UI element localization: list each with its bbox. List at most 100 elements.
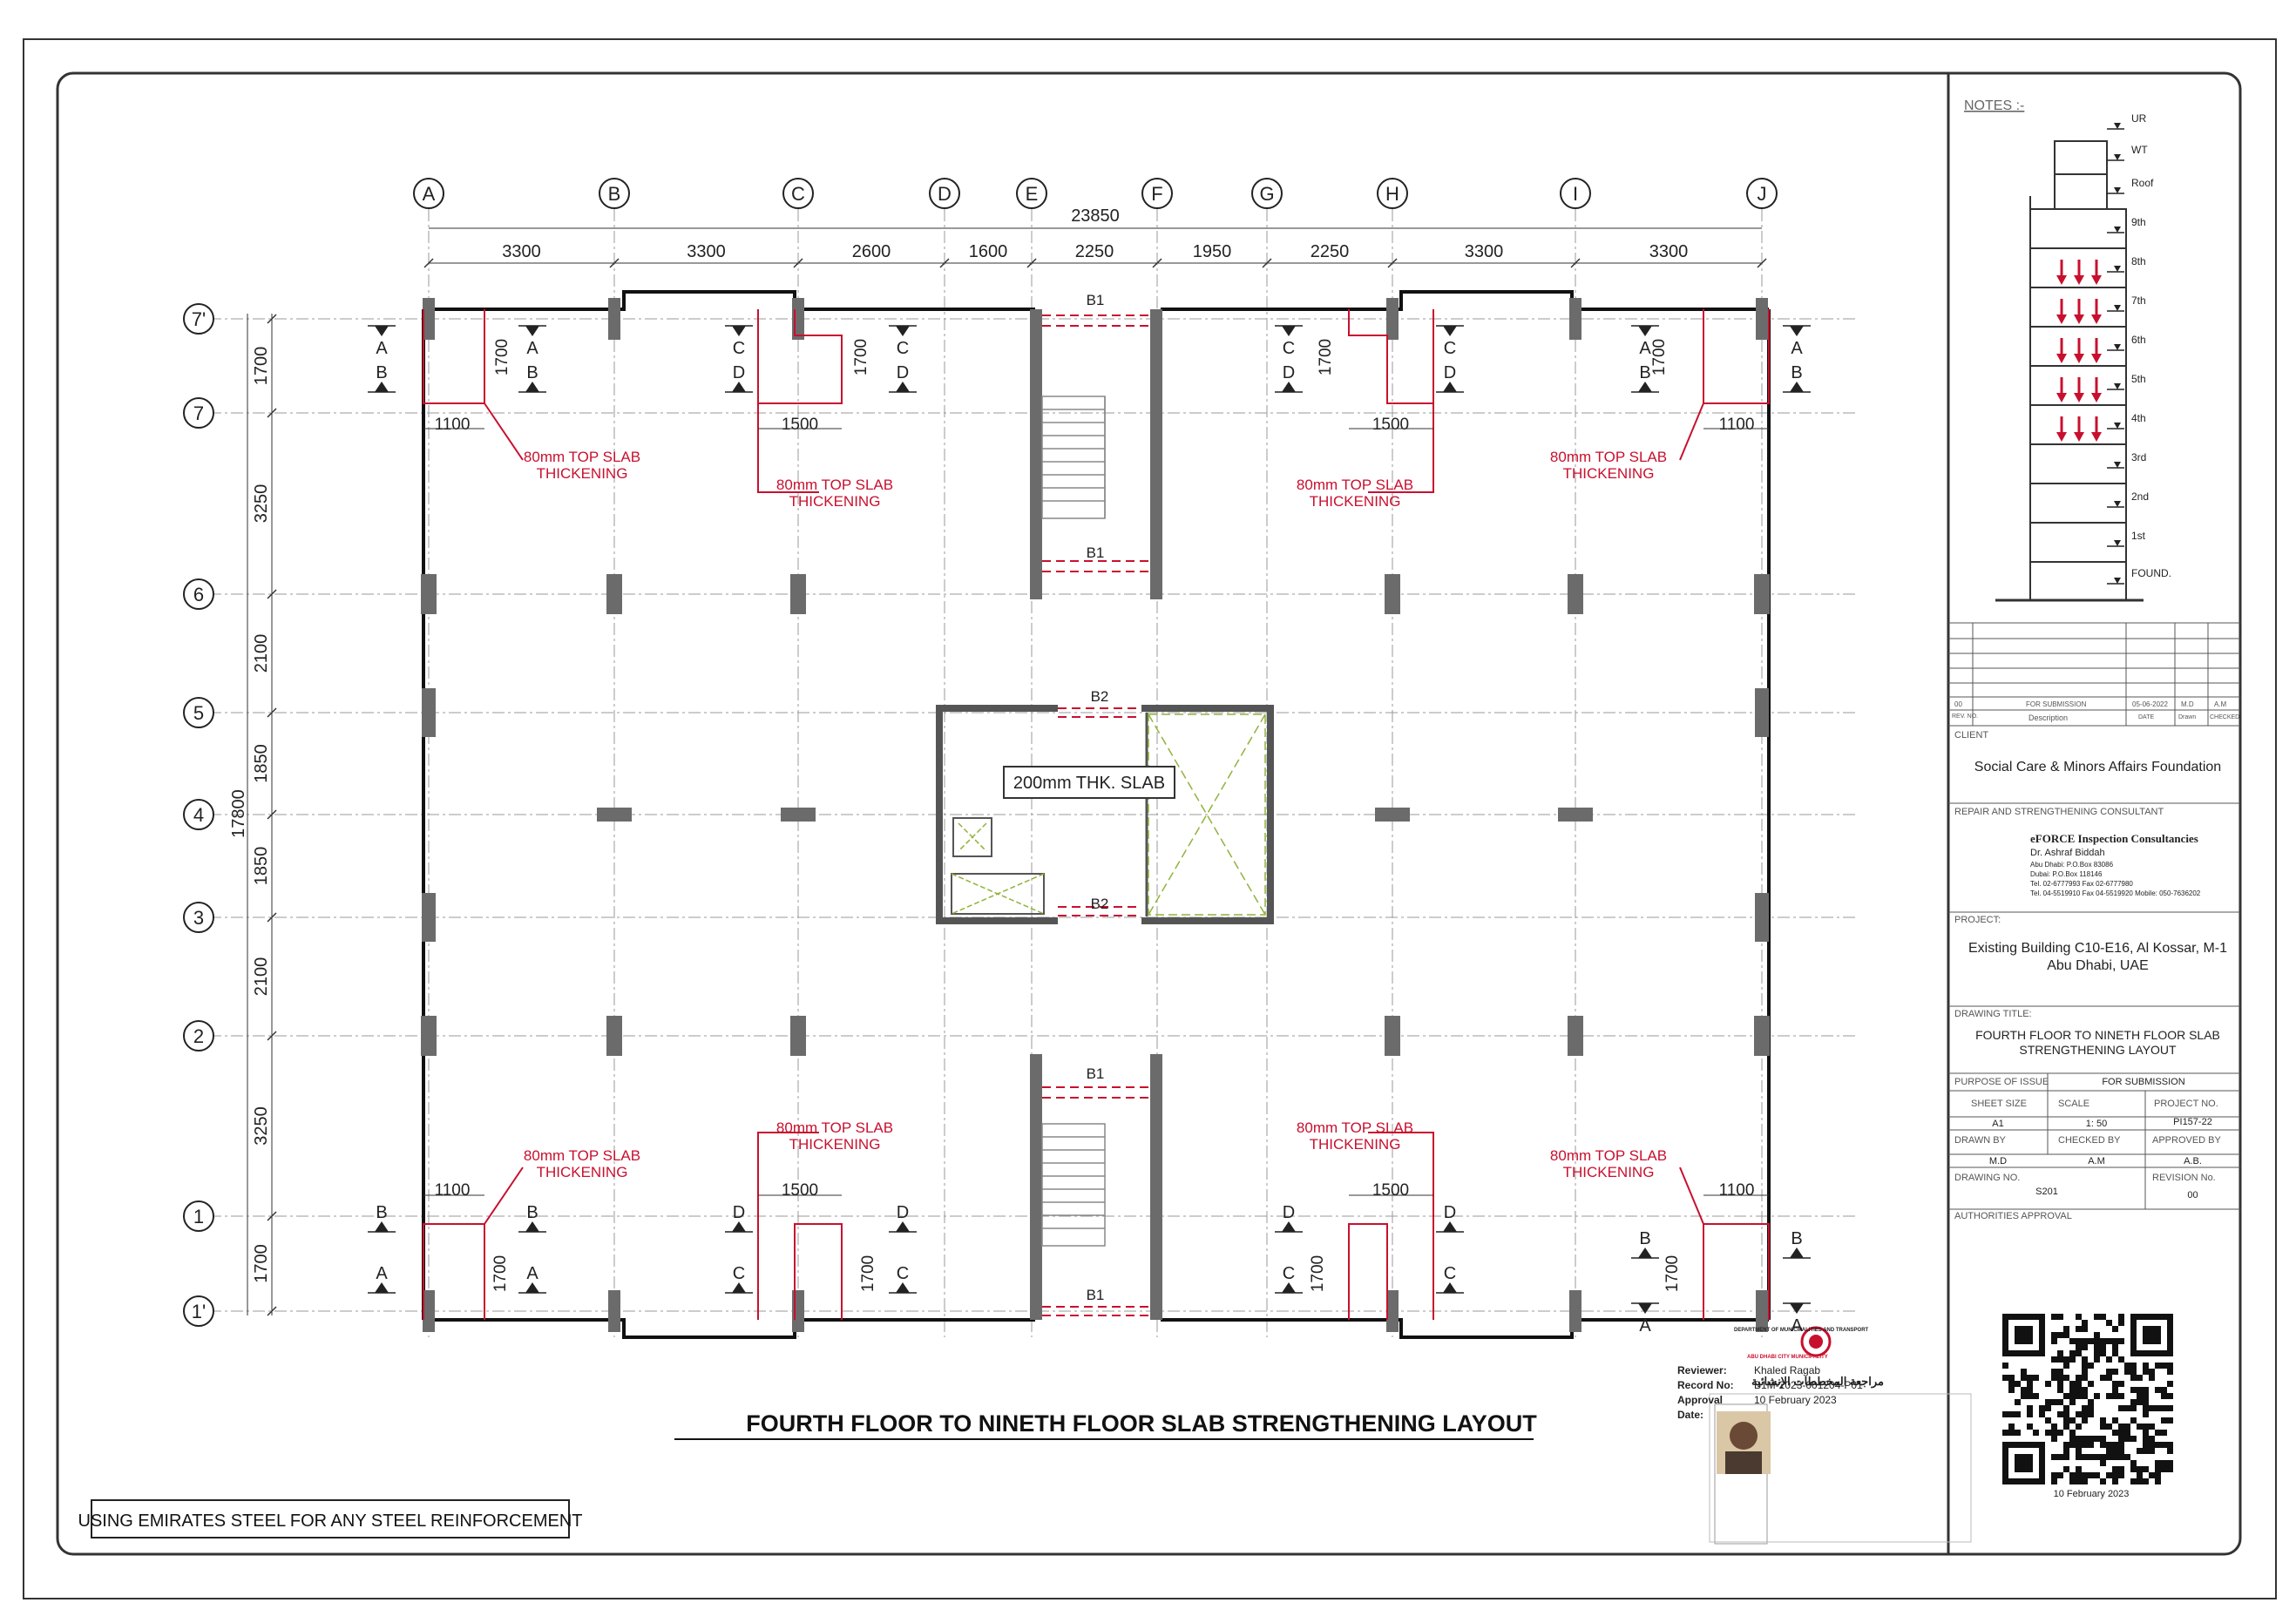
qr-module <box>2082 1454 2088 1460</box>
section-label: A <box>376 1264 388 1283</box>
beam-label: B1 <box>1087 544 1105 561</box>
qr-module <box>2149 1442 2155 1448</box>
qr-module <box>2021 1375 2027 1381</box>
load-arrowhead <box>2074 432 2084 442</box>
column-spacing-dim: 2600 <box>852 242 891 261</box>
structural-column <box>421 1016 437 1056</box>
authorities-approval-label: AUTHORITIES APPROVAL <box>1954 1211 2072 1221</box>
qr-module <box>2149 1436 2155 1442</box>
qr-module <box>2161 1363 2167 1369</box>
thickening-label: 80mm TOP SLAB <box>776 1119 893 1136</box>
dim-1100: 1100 <box>1719 1181 1755 1200</box>
qr-module <box>2094 1350 2100 1356</box>
notes-elevation <box>1995 140 2144 602</box>
dim-1100: 1100 <box>435 416 471 434</box>
dim-tick <box>939 258 950 268</box>
consultant-phone: Tel. 04-5519910 Fax 04-5519920 Mobile: 0… <box>2030 889 2201 897</box>
section-arrow <box>1443 326 1457 336</box>
section-arrow <box>1790 1248 1804 1258</box>
reviewer-label: Reviewer: <box>1677 1364 1727 1376</box>
approval-date: 10 February 2023 <box>1754 1394 1837 1406</box>
qr-module <box>2100 1424 2106 1430</box>
slab-thickening-zones <box>423 309 1770 1320</box>
qr-module <box>2057 1454 2063 1460</box>
qr-module <box>2051 1472 2057 1478</box>
dim-1700: 1700 <box>1650 339 1669 375</box>
notes-load-arrows <box>2056 260 2102 442</box>
notes-level-labels: URWTRoof9th8th7th6th5th4th3rd2nd1stFOUND… <box>2107 112 2171 585</box>
level-marker-arrow <box>2114 423 2121 429</box>
qr-module <box>2100 1478 2106 1484</box>
qr-module <box>2063 1448 2069 1454</box>
grid-bubble-label: 4 <box>193 804 204 826</box>
qr-module <box>2143 1430 2149 1436</box>
structural-column <box>1756 298 1768 340</box>
structural-column <box>1754 574 1770 614</box>
qr-module <box>2137 1387 2143 1393</box>
qr-module <box>2137 1478 2143 1484</box>
qr-module <box>2112 1466 2118 1472</box>
grid-bubble-label: B <box>608 183 621 205</box>
level-label: 9th <box>2131 216 2146 228</box>
qr-module <box>2118 1405 2124 1411</box>
structural-column <box>1386 298 1399 340</box>
qr-module <box>2027 1405 2033 1411</box>
grid-bubble <box>183 902 214 933</box>
drawing-title: FOURTH FLOOR TO NINETH FLOOR SLAB STRENG… <box>746 1410 1537 1437</box>
qr-module <box>2027 1387 2033 1393</box>
qr-module <box>2106 1375 2112 1381</box>
qr-module <box>2076 1338 2082 1344</box>
column-spacing-dim: 3300 <box>687 242 726 261</box>
qr-module <box>2039 1405 2045 1411</box>
section-label: B <box>526 363 538 382</box>
qr-module <box>2088 1454 2094 1460</box>
qr-module <box>2082 1405 2088 1411</box>
section-arrow <box>896 1282 910 1293</box>
qr-module <box>2143 1466 2149 1472</box>
qr-module <box>2161 1430 2167 1436</box>
section-arrow <box>1790 326 1804 336</box>
qr-module <box>2082 1356 2088 1363</box>
load-arrowhead <box>2091 314 2102 324</box>
structural-column <box>790 1016 806 1056</box>
section-arrow <box>1790 1303 1804 1314</box>
grid-bubble-label: 7' <box>192 308 206 330</box>
qr-module <box>2076 1411 2082 1417</box>
qr-module <box>2112 1393 2118 1399</box>
qr-module <box>2112 1350 2118 1356</box>
grid-bubble-label: 6 <box>193 584 204 605</box>
level-marker-arrow <box>2114 462 2121 468</box>
qr-module <box>2094 1454 2100 1460</box>
structural-column <box>1385 574 1400 614</box>
approved-by-label: APPROVED BY <box>2152 1135 2221 1146</box>
approval-date-label: Approval Date: <box>1677 1394 1724 1421</box>
dim-tick <box>1152 258 1162 268</box>
qr-module <box>2051 1332 2057 1338</box>
qr-module <box>2167 1460 2173 1466</box>
qr-module <box>2167 1448 2173 1454</box>
load-arrowhead <box>2056 275 2067 285</box>
qr-module <box>2002 1363 2008 1369</box>
grid-bubble <box>929 178 960 209</box>
project-no-value: PI157-22 <box>2173 1117 2212 1127</box>
level-label: UR <box>2131 112 2147 125</box>
qr-module <box>2100 1436 2106 1442</box>
section-label: B <box>376 1203 387 1222</box>
grid-bubble <box>183 578 214 610</box>
qr-module <box>2082 1478 2088 1484</box>
column-spacing-dim: 2250 <box>1075 242 1114 261</box>
grid-bubble <box>1560 178 1591 209</box>
section-arrow <box>1638 382 1652 392</box>
qr-module <box>2124 1454 2130 1460</box>
dim-tick <box>267 408 277 418</box>
drawing-title-line-2: STRENGTHENING LAYOUT <box>2019 1043 2177 1057</box>
qr-module <box>2008 1387 2015 1393</box>
section-arrow <box>375 1282 389 1293</box>
section-arrow <box>1282 1282 1296 1293</box>
columns <box>421 298 1770 1332</box>
dim-tick <box>1262 258 1272 268</box>
qr-module <box>2161 1405 2167 1411</box>
level-marker-arrow <box>2114 344 2121 350</box>
